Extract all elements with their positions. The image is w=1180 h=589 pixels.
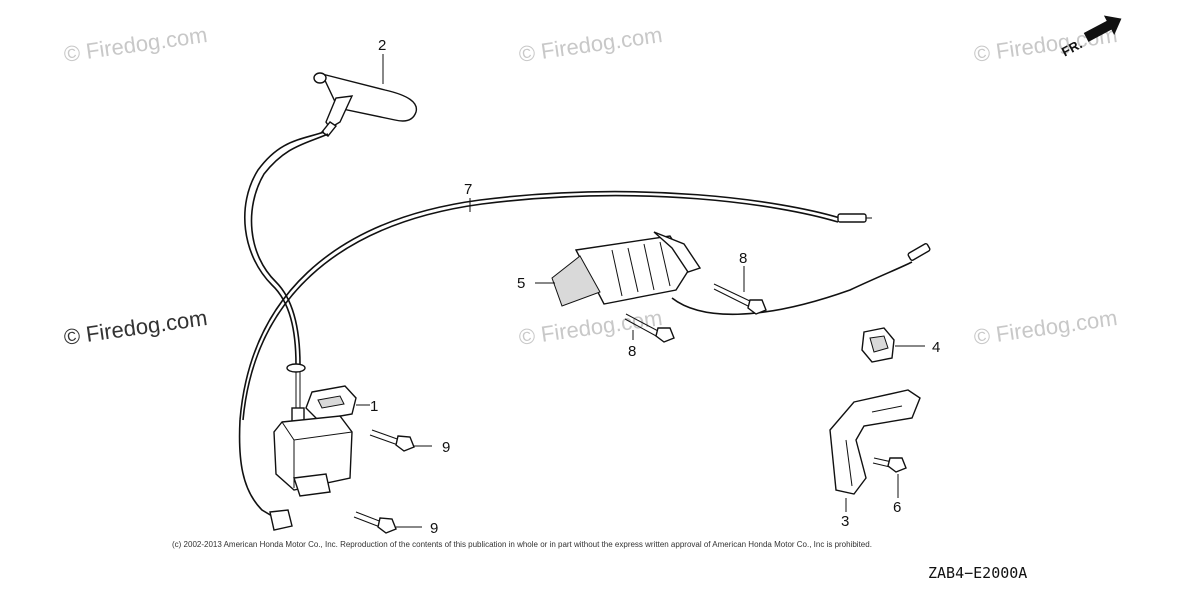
callout-7: 6	[893, 499, 901, 516]
watermark: © Firedog.com	[517, 22, 664, 67]
callout-9: 9	[442, 439, 450, 456]
callout-5: 5	[517, 275, 525, 292]
grommet	[861, 327, 895, 363]
callout-9: 9	[430, 520, 438, 537]
copyright-notice: (c) 2002-2013 American Honda Motor Co., …	[172, 540, 872, 549]
wire-harness	[239, 190, 872, 421]
callout-3: 3	[841, 513, 849, 530]
bolt-8	[713, 283, 767, 315]
watermarks: © Firedog.com © Firedog.com © Firedog.co…	[62, 22, 1119, 350]
arrow-icon	[1083, 15, 1122, 42]
bolt-8	[624, 313, 675, 343]
watermark: © Firedog.com	[517, 305, 664, 350]
watermark: © Firedog.com	[62, 305, 209, 350]
callout-6: 7	[464, 181, 472, 198]
watermark: © Firedog.com	[972, 305, 1119, 350]
screw-7	[872, 457, 907, 473]
callout-4: 4	[932, 339, 940, 356]
callout-1: 1	[370, 398, 378, 415]
exciter-coil	[551, 231, 931, 316]
callouts: 2 7 5 8 8 1 9 9 4 3 6	[370, 37, 940, 537]
callout-8: 8	[628, 343, 636, 360]
watermark: © Firedog.com	[62, 22, 209, 67]
callout-2: 2	[378, 37, 386, 54]
bolt-9	[353, 511, 397, 534]
diagram-code: ZAB4−E2000A	[928, 564, 1027, 582]
bracket	[829, 389, 921, 495]
ignition-coil	[238, 363, 357, 531]
callout-8: 8	[739, 250, 747, 267]
leader-lines	[356, 54, 925, 528]
spark-plug-cap	[243, 72, 418, 366]
bolt-9	[369, 429, 415, 452]
